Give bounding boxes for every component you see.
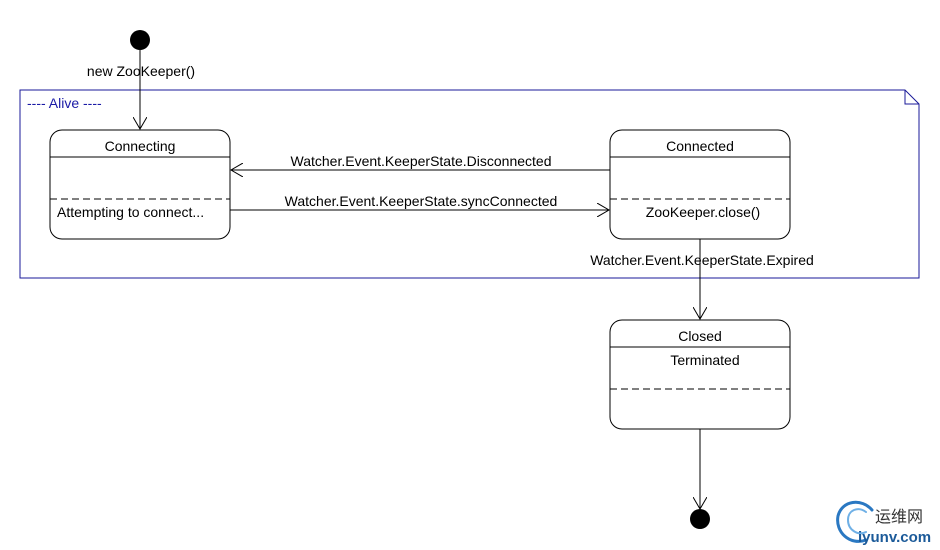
transition-syncconnected-label: Watcher.Event.KeeperState.syncConnected (285, 193, 558, 209)
watermark-swirl-icon (836, 500, 874, 543)
watermark-logo: 运维网 iyunv.com (836, 500, 931, 546)
state-closed-name: Closed (678, 328, 722, 344)
watermark-cn: 运维网 (875, 508, 923, 526)
state-connected-name: Connected (666, 138, 734, 154)
state-connected: Connected ZooKeeper.close() (609, 129, 791, 240)
watermark-en: iyunv.com (858, 529, 931, 546)
initial-node (130, 30, 150, 50)
initial-transition-label: new ZooKeeper() (87, 63, 195, 79)
state-connected-activity: ZooKeeper.close() (646, 204, 760, 220)
transition-disconnected-label: Watcher.Event.KeeperState.Disconnected (291, 153, 552, 169)
final-node (690, 509, 710, 529)
state-connecting-name: Connecting (105, 138, 176, 154)
alive-package-frame (19, 89, 920, 279)
transition-expired-label: Watcher.Event.KeeperState.Expired (590, 252, 814, 268)
state-closed-entry: Terminated (670, 352, 739, 368)
state-connecting: Connecting Attempting to connect... (49, 129, 231, 240)
state-connecting-activity: Attempting to connect... (57, 204, 204, 220)
alive-package-label: ---- Alive ---- (27, 95, 102, 111)
state-closed: Closed Terminated (609, 319, 791, 430)
